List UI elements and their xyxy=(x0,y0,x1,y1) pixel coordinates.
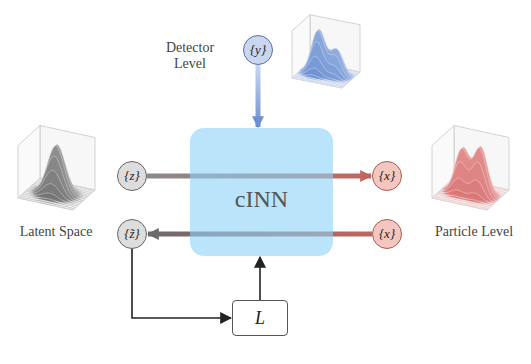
flow-arrow xyxy=(132,249,231,318)
surface-slice xyxy=(438,190,493,205)
network-box: cINN xyxy=(190,128,333,256)
level-label: Particle Level xyxy=(422,224,526,240)
node-text: {x} xyxy=(379,168,395,184)
surface-slice xyxy=(293,77,343,87)
flow-arrow xyxy=(256,65,261,127)
latent-node: {z̃} xyxy=(117,219,147,249)
surface-slice xyxy=(19,197,74,209)
surface-slice xyxy=(435,195,490,207)
loss-box: L xyxy=(232,300,288,336)
surface-slice xyxy=(296,75,346,85)
surface-slice xyxy=(436,194,491,206)
latent-node: {z} xyxy=(117,161,147,191)
node-text: L xyxy=(255,308,265,329)
node-text: cINN xyxy=(235,186,288,213)
condition-node: {y} xyxy=(243,35,273,65)
node-text: {z} xyxy=(124,168,139,184)
flow-arrow xyxy=(259,257,261,300)
level-label: Latent Space xyxy=(6,224,106,240)
surface-slice xyxy=(433,197,488,209)
detector-distribution xyxy=(292,15,360,88)
level-label: Detector Level xyxy=(152,40,228,72)
surface-slice xyxy=(21,195,76,207)
node-text: {x} xyxy=(379,226,395,242)
surface-slice xyxy=(292,78,342,88)
surface-slice xyxy=(18,198,73,210)
surface-slice xyxy=(432,198,487,210)
node-text: {z̃} xyxy=(124,226,139,242)
particle-node: {x} xyxy=(372,161,402,191)
latent-distribution xyxy=(18,126,95,211)
surface-slice xyxy=(294,76,344,86)
particle-node: {x} xyxy=(372,219,402,249)
particle-distribution xyxy=(432,126,509,211)
node-text: {y} xyxy=(250,42,266,58)
